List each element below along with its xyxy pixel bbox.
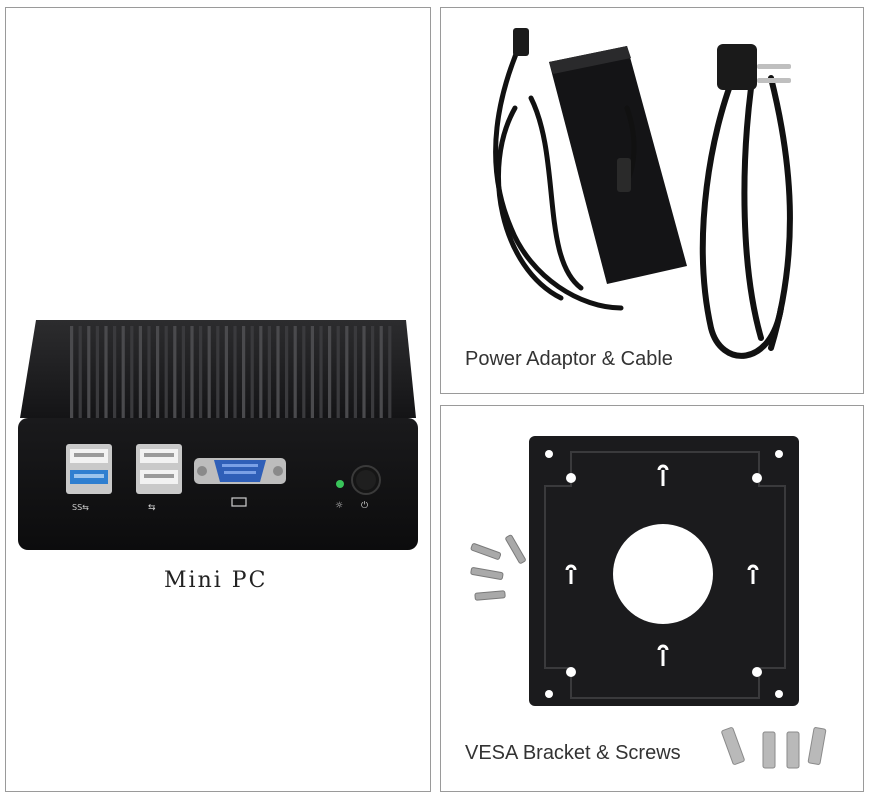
heatsink-fin	[319, 326, 323, 418]
heatsink-fin	[164, 326, 168, 418]
heatsink-fin	[379, 326, 383, 418]
power-adaptor-panel: Power Adaptor & Cable	[440, 7, 864, 394]
heatsink-fin	[302, 326, 306, 418]
vga-port	[194, 458, 286, 484]
heatsink-fin	[276, 326, 280, 418]
heatsink-fin	[104, 326, 108, 418]
usb3-icon: SS⇆	[72, 503, 89, 512]
usb-port-stack-right	[136, 444, 182, 494]
power-adaptor-caption: Power Adaptor & Cable	[465, 348, 673, 370]
heatsink-fin	[371, 326, 375, 418]
power-button	[351, 465, 381, 495]
heatsink-fin	[224, 326, 228, 418]
heatsink-fin	[173, 326, 177, 418]
dc-plug	[617, 158, 631, 192]
mini-pc-illustration: SS⇆ ⇆ ☼	[18, 320, 418, 550]
vesa-bracket-illustration	[470, 436, 827, 769]
svg-text:SS⇆: SS⇆	[72, 503, 89, 512]
standoffs	[721, 727, 827, 769]
usb-port-stack-left	[66, 444, 112, 494]
power-adaptor-illustration	[493, 28, 793, 359]
power-icon: ⏻	[361, 500, 368, 511]
heatsink-fin	[207, 326, 211, 418]
heatsink-fin	[121, 326, 125, 418]
heatsink-fin	[87, 326, 91, 418]
heatsink-fin	[216, 326, 220, 418]
mini-pc-caption: Mini PC	[164, 568, 268, 593]
heatsink-fin	[285, 326, 289, 418]
heatsink-fin	[156, 326, 160, 418]
heatsink-fin	[233, 326, 237, 418]
heatsink-fin	[78, 326, 82, 418]
dc-cable	[493, 39, 637, 311]
heatsink-fin	[328, 326, 332, 418]
heatsink-fin	[181, 326, 185, 418]
ferrite-core	[513, 28, 529, 56]
ac-power-cord	[699, 65, 793, 359]
heatsink-fin	[95, 326, 99, 418]
vesa-bracket-caption: VESA Bracket & Screws	[465, 742, 681, 764]
heatsink-fin	[199, 326, 203, 418]
heatsink-fin	[293, 326, 297, 418]
svg-text:⏻: ⏻	[361, 500, 368, 511]
heatsink-fin	[250, 326, 254, 418]
heatsink-fin	[70, 326, 74, 418]
heatsink-fin	[147, 326, 151, 418]
usb-icon: ⇆	[148, 503, 156, 513]
screws	[470, 534, 526, 601]
svg-text:⇆: ⇆	[148, 503, 156, 513]
heatsink-fin	[362, 326, 366, 418]
svg-text:☼: ☼	[335, 501, 343, 511]
heatsink-fin	[353, 326, 357, 418]
vga-icon	[231, 497, 247, 507]
mini-pc-panel: SS⇆ ⇆ ☼	[5, 7, 431, 792]
heatsink-fins	[70, 326, 392, 418]
heatsink-fin	[267, 326, 271, 418]
heatsink-fin	[190, 326, 194, 418]
ac-plug	[717, 44, 791, 90]
heatsink-fin	[130, 326, 134, 418]
heatsink-fin	[345, 326, 349, 418]
vesa-bracket-plate	[529, 436, 799, 706]
heatsink-fin	[138, 326, 142, 418]
heatsink-fin	[388, 326, 392, 418]
heatsink-fin	[259, 326, 263, 418]
heatsink-fin	[113, 326, 117, 418]
heatsink-fin	[242, 326, 246, 418]
led-indicator-icon: ☼	[335, 480, 344, 511]
vesa-bracket-panel: VESA Bracket & Screws	[440, 405, 864, 792]
heatsink-fin	[310, 326, 314, 418]
heatsink-fin	[336, 326, 340, 418]
